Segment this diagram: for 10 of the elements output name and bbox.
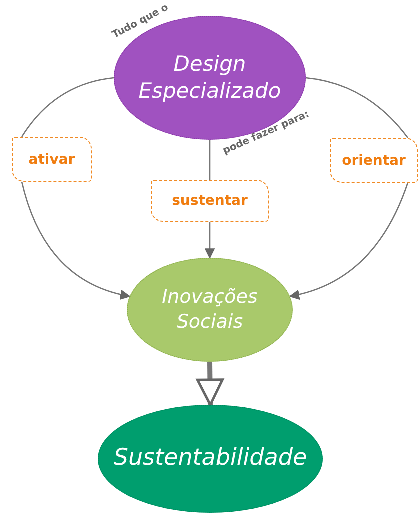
label-tag: ativar xyxy=(12,137,92,182)
arrow xyxy=(196,362,224,406)
ellipse-node: Sustentabilidade xyxy=(98,405,323,513)
label-tag: sustentar xyxy=(151,180,269,222)
arrow xyxy=(21,182,131,300)
label-tag: orientar xyxy=(330,138,418,183)
ellipse-node: Inovações Sociais xyxy=(127,258,293,362)
arrow xyxy=(289,182,409,300)
side-note: Tudo que o xyxy=(110,2,171,41)
arrow xyxy=(204,222,216,260)
